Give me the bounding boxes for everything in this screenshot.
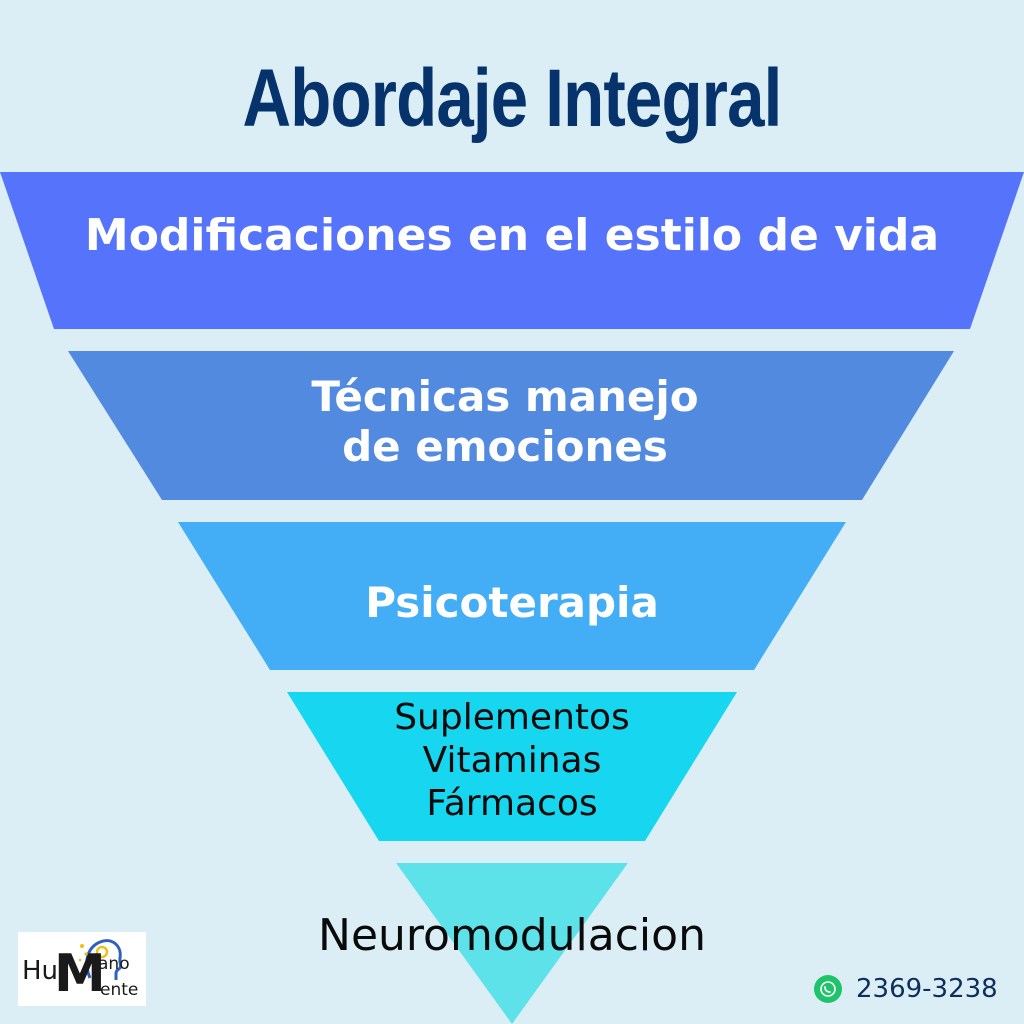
logo-text-ente: ente — [100, 980, 139, 1000]
tier-5-label: Neuromodulacion — [318, 910, 706, 961]
head-profile-icon — [78, 939, 123, 980]
tier-4-band — [287, 692, 737, 841]
tier-5-band — [396, 863, 628, 1024]
logo-text-hu: Hu — [22, 956, 59, 986]
phone-number[interactable]: 2369-3238 — [856, 974, 998, 1004]
tier-4-label: Suplementos Vitaminas Fármacos — [394, 697, 630, 825]
tier-3-label: Psicoterapia — [365, 578, 659, 627]
tier-1-band — [0, 172, 1024, 329]
contact-info: 2369-3238 — [814, 972, 998, 1006]
logo-text-ano: ano — [98, 954, 130, 974]
tier-2-label: Técnicas manejo de emociones — [311, 372, 699, 472]
page-title: Abordaje Integral — [242, 53, 782, 144]
tier-1-label: Modificaciones en el estilo de vida — [84, 210, 940, 261]
humanamente-logo: Hu M ano ente — [18, 932, 146, 1006]
tier-3-band — [178, 522, 846, 670]
logo-text-m: M — [54, 944, 106, 1004]
tier-2-band — [68, 351, 954, 500]
whatsapp-icon — [814, 975, 842, 1003]
